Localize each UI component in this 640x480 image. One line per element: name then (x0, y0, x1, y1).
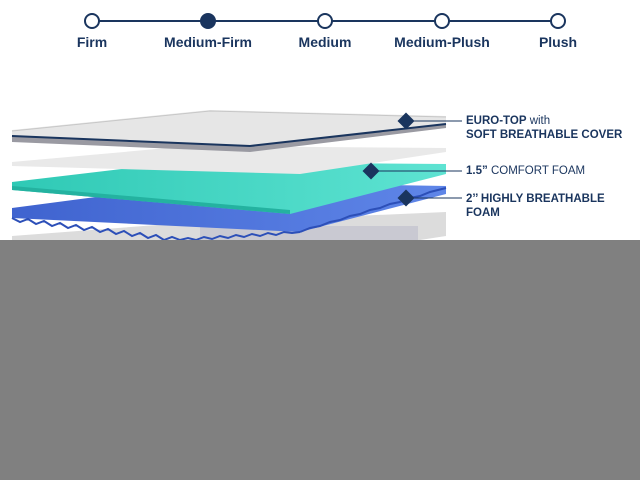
mattress-layers-diagram: EURO-TOP with SOFT BREATHABLE COVER 1.5”… (0, 90, 640, 250)
thin-grey-layer (12, 146, 446, 174)
mattress-layers-illustration (11, 110, 462, 242)
euro-top-cover-layer (11, 110, 447, 152)
firmness-label-firm: Firm (76, 34, 108, 50)
firmness-dot-plush (550, 13, 566, 29)
firmness-label-plush: Plush (538, 34, 578, 50)
euro-top-label-with: with (526, 115, 551, 127)
breathable-foam-label-line2: FOAM (466, 207, 500, 219)
firmness-dot-medium-plush (434, 13, 450, 29)
firmness-label-medium-firm: Medium-Firm (164, 34, 252, 50)
euro-top-label-cover: SOFT BREATHABLE COVER (466, 129, 623, 141)
comfort-foam-layer (12, 162, 446, 214)
firmness-label-medium: Medium (298, 34, 352, 50)
euro-top-label-bold: EURO-TOP (466, 115, 527, 127)
firmness-dot-medium (317, 13, 333, 29)
comfort-foam-label: 1.5” COMFORT FOAM (466, 164, 585, 178)
euro-top-label: EURO-TOP with SOFT BREATHABLE COVER (466, 114, 622, 142)
comfort-foam-label-text: COMFORT FOAM (487, 165, 586, 177)
firmness-dot-firm (84, 13, 100, 29)
covered-area (0, 240, 640, 480)
firmness-scale: Firm Medium-Firm Medium Medium-Plush Plu… (0, 0, 640, 60)
firmness-dot-medium-firm (200, 13, 216, 29)
comfort-foam-label-thickness: 1.5” (466, 165, 488, 177)
breathable-foam-label-line1: 2’’ HIGHLY BREATHABLE (466, 193, 605, 205)
breathable-foam-label: 2’’ HIGHLY BREATHABLE FOAM (466, 192, 605, 220)
firmness-label-medium-plush: Medium-Plush (394, 34, 490, 50)
